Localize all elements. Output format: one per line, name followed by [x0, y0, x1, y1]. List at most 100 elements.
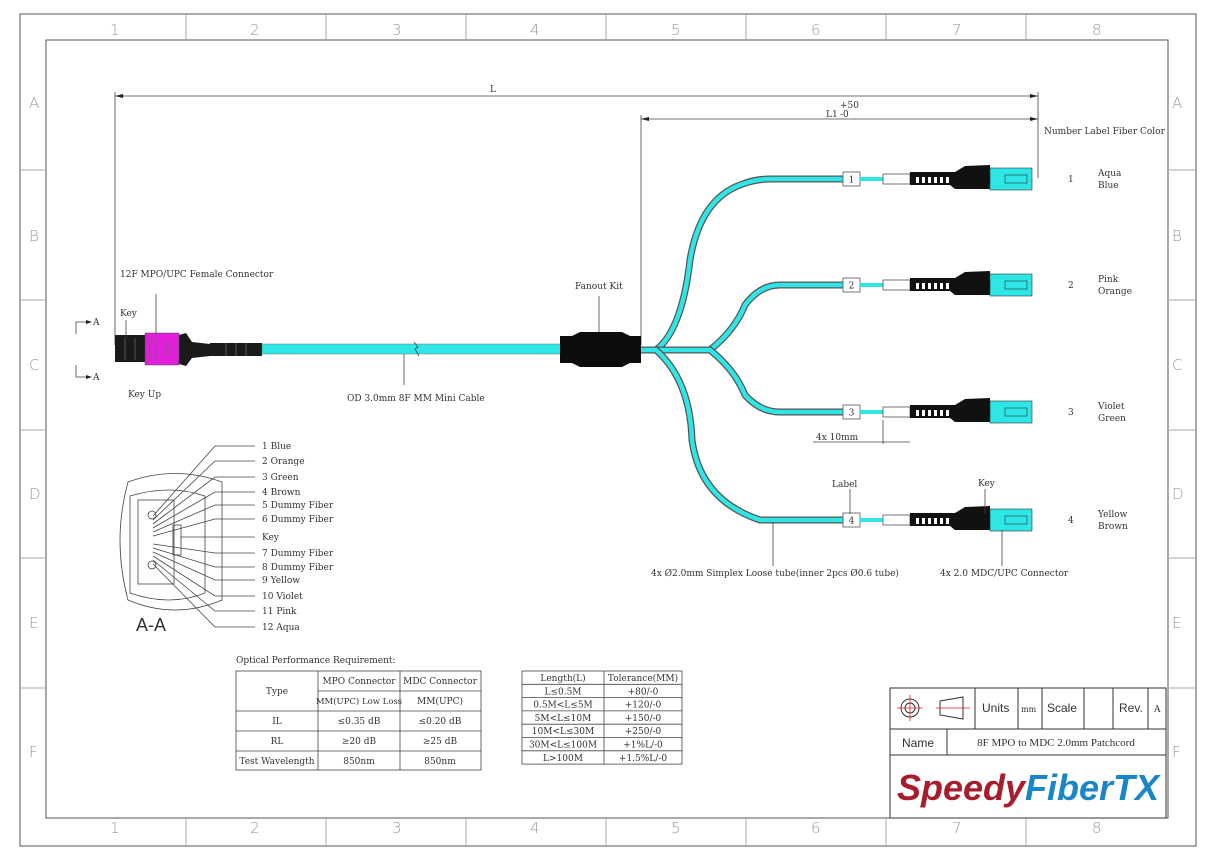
tolerance-cell: +250/-0 [625, 727, 662, 737]
optical-title: Optical Performance Requirement: [236, 656, 396, 666]
grid-row-right: F [1172, 743, 1181, 761]
optical-cell: ≥25 dB [423, 737, 458, 747]
optical-mdc-header: MDC Connector [403, 677, 477, 687]
optical-cell: Test Wavelength [239, 757, 314, 767]
fanout-kit [560, 332, 641, 367]
optical-rows: IL ≤0.35 dB ≤0.20 dB RL ≥20 dB ≥25 dB Test Wav… [239, 717, 461, 767]
optical-cell: RL [271, 737, 284, 747]
mpo-connector-label: 12F MPO/UPC Female Connector [120, 270, 274, 280]
leg-label-number: 4 [849, 517, 855, 527]
fiber-position-label: 4 Brown [262, 488, 301, 498]
dimension-L: L [114, 85, 1039, 345]
section-marker-bottom: A [75, 365, 100, 383]
dimension-L1: L1 +50 -0 [640, 101, 1038, 345]
legend-color-1: Violet [1097, 402, 1125, 412]
tolerance-header: Tolerance(MM) [608, 673, 678, 684]
grid-row-right: B [1172, 227, 1182, 245]
mdc-connector [910, 398, 1033, 424]
grid-row-left: E [29, 614, 38, 632]
tolerance-cell: +150/-0 [625, 714, 662, 724]
grid-col-bottom: 4 [530, 819, 540, 837]
legend-color-1: Pink [1098, 275, 1119, 285]
cable-label: OD 3.0mm 8F MM Mini Cable [347, 394, 485, 404]
tolerance-cell: +1%L/-0 [623, 741, 663, 751]
grid-row-left: A [29, 94, 39, 112]
tolerance-cell: L≤0.5M [544, 687, 581, 697]
mini-cable [261, 343, 563, 355]
leg-label-number: 3 [849, 409, 855, 419]
fiber-position-label: 2 Orange [262, 457, 305, 467]
projection-symbol-icon [897, 695, 970, 721]
pitch-dimension: 4x 10mm [816, 433, 859, 443]
fiber-position-label: 6 Dummy Fiber [262, 515, 334, 525]
optical-mpo-sub: MM(UPC) Low Loss [316, 696, 402, 707]
tolerance-cell: +120/-0 [625, 701, 662, 711]
rev-value: A [1153, 705, 1161, 715]
optical-cell: ≤0.20 dB [419, 717, 462, 727]
optical-cell: 850nm [343, 757, 375, 767]
fiber-position-label: 7 Dummy Fiber [262, 549, 334, 559]
dimension-L-label: L [490, 85, 496, 95]
tolerance-cell: +80/-0 [628, 687, 659, 697]
grid-col-top: 7 [952, 21, 962, 39]
mdc-connector [910, 506, 1033, 532]
section-title: A-A [136, 615, 166, 635]
leg-label-number: 2 [849, 282, 855, 292]
section-marker-top: A [75, 318, 100, 334]
tolerance-table: Length(L)Tolerance(MM)L≤0.5M+80/-00.5M<L… [521, 670, 683, 765]
mdc-connector [910, 165, 1033, 191]
legend-number: 2 [1068, 281, 1074, 291]
grid-col-bottom: 3 [392, 819, 402, 837]
fiber-position-label: 5 Dummy Fiber [262, 501, 334, 511]
mpo-connector [115, 332, 262, 366]
loose-tube-label: 4x Ø2.0mm Simplex Loose tube(inner 2pcs … [651, 568, 899, 579]
legend-number: 3 [1068, 408, 1074, 418]
tolerance-header: Length(L) [540, 673, 585, 684]
optical-cell: IL [272, 717, 282, 727]
grid-col-bottom: 2 [250, 819, 260, 837]
grid-col-top: 5 [671, 21, 681, 39]
svg-text:A: A [92, 373, 100, 383]
optical-cell: 850nm [424, 757, 456, 767]
scale-label: Scale [1047, 701, 1077, 715]
grid-row-left: C [29, 356, 39, 374]
optical-table [235, 670, 482, 771]
label-callout: Label [832, 480, 857, 490]
grid-col-bottom: 8 [1092, 819, 1102, 837]
mpo-key-label: Key [120, 309, 138, 319]
tolerance-cell: L>100M [543, 754, 583, 764]
mdc-connector-label: 4x 2.0 MDC/UPC Connector [940, 569, 1069, 579]
mdc-key-callout: Key [978, 479, 996, 489]
grid-col-bottom: 7 [952, 819, 962, 837]
dimension-L1-label: L1 [826, 110, 838, 120]
fiber-position-label: 10 Violet [262, 592, 303, 602]
fiber-position-label: 8 Dummy Fiber [262, 563, 334, 573]
grid-row-left: B [29, 227, 39, 245]
legend-number: 4 [1068, 516, 1074, 526]
grid-col-bottom: 1 [110, 819, 120, 837]
optical-cell: ≤0.35 dB [338, 717, 381, 727]
fiber-position-label: 1 Blue [262, 442, 291, 452]
tolerance-cell: 10M<L≤30M [532, 727, 594, 737]
grid-col-top: 6 [811, 21, 821, 39]
tolerance-cell: 5M<L≤10M [535, 714, 592, 724]
tolerance-cell: +1.5%L/-0 [619, 754, 667, 764]
legend-header: Number Label Fiber Color [1044, 127, 1166, 137]
legend-color-2: Green [1098, 414, 1126, 424]
break-symbol [413, 341, 420, 357]
legend-color-1: Aqua [1097, 169, 1122, 179]
tolerance-cell: 30M<L≤100M [529, 741, 597, 751]
grid-row-right: E [1172, 614, 1181, 632]
dimension-L1-tol-minus: -0 [840, 110, 849, 120]
inner-border [45, 39, 1169, 819]
optical-cell: ≥20 dB [342, 737, 377, 747]
fanout-label: Fanout Kit [575, 282, 623, 292]
fiber-position-label: 11 Pink [262, 607, 297, 617]
rev-label: Rev. [1119, 701, 1143, 715]
dimension-L1-tol-plus: +50 [840, 101, 859, 111]
